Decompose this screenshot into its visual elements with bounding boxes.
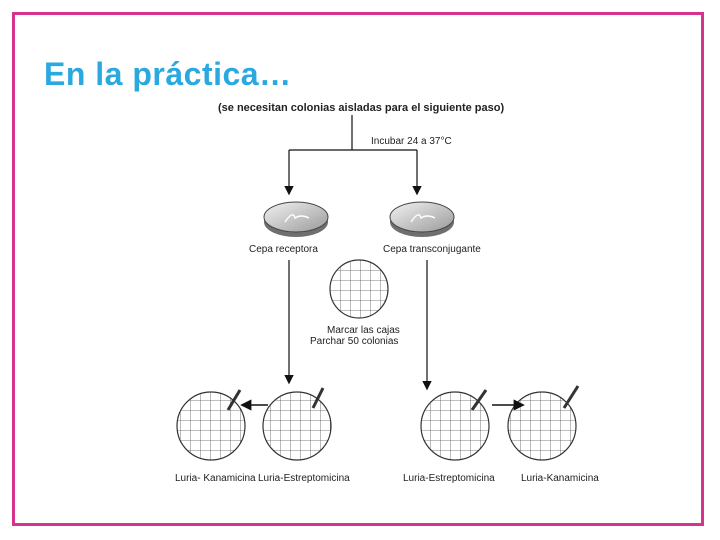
petri-dish-transconjugant [389,201,455,237]
bottom-label-2: Luria-Estreptomicina [258,473,350,484]
grid-plate-line2: Parchar 50 colonias [310,336,398,347]
bottom-label-3: Luria-Estreptomicina [403,473,495,484]
grid-plate-center [329,259,389,319]
bottom-label-4: Luria-Kanamicina [521,473,599,484]
grid-plate-line1: Marcar las cajas [327,325,400,336]
incubate-label: Incubar 24 a 37°C [371,136,452,147]
plate-right-label: Cepa transconjugante [383,244,481,255]
header-note: (se necesitan colonias aisladas para el … [218,102,504,114]
slide-border [12,12,704,526]
slide-title: En la práctica… [44,56,292,92]
split-connector [284,115,422,196]
plate-strep-right [420,389,490,461]
bottom-label-1: Luria- Kanamicina [175,473,256,484]
plate-strep-left [262,387,332,461]
petri-dish-receptor [263,201,329,237]
plate-kan-left [176,389,246,461]
plate-kan-right [507,385,580,461]
plate-left-label: Cepa receptora [249,244,318,255]
